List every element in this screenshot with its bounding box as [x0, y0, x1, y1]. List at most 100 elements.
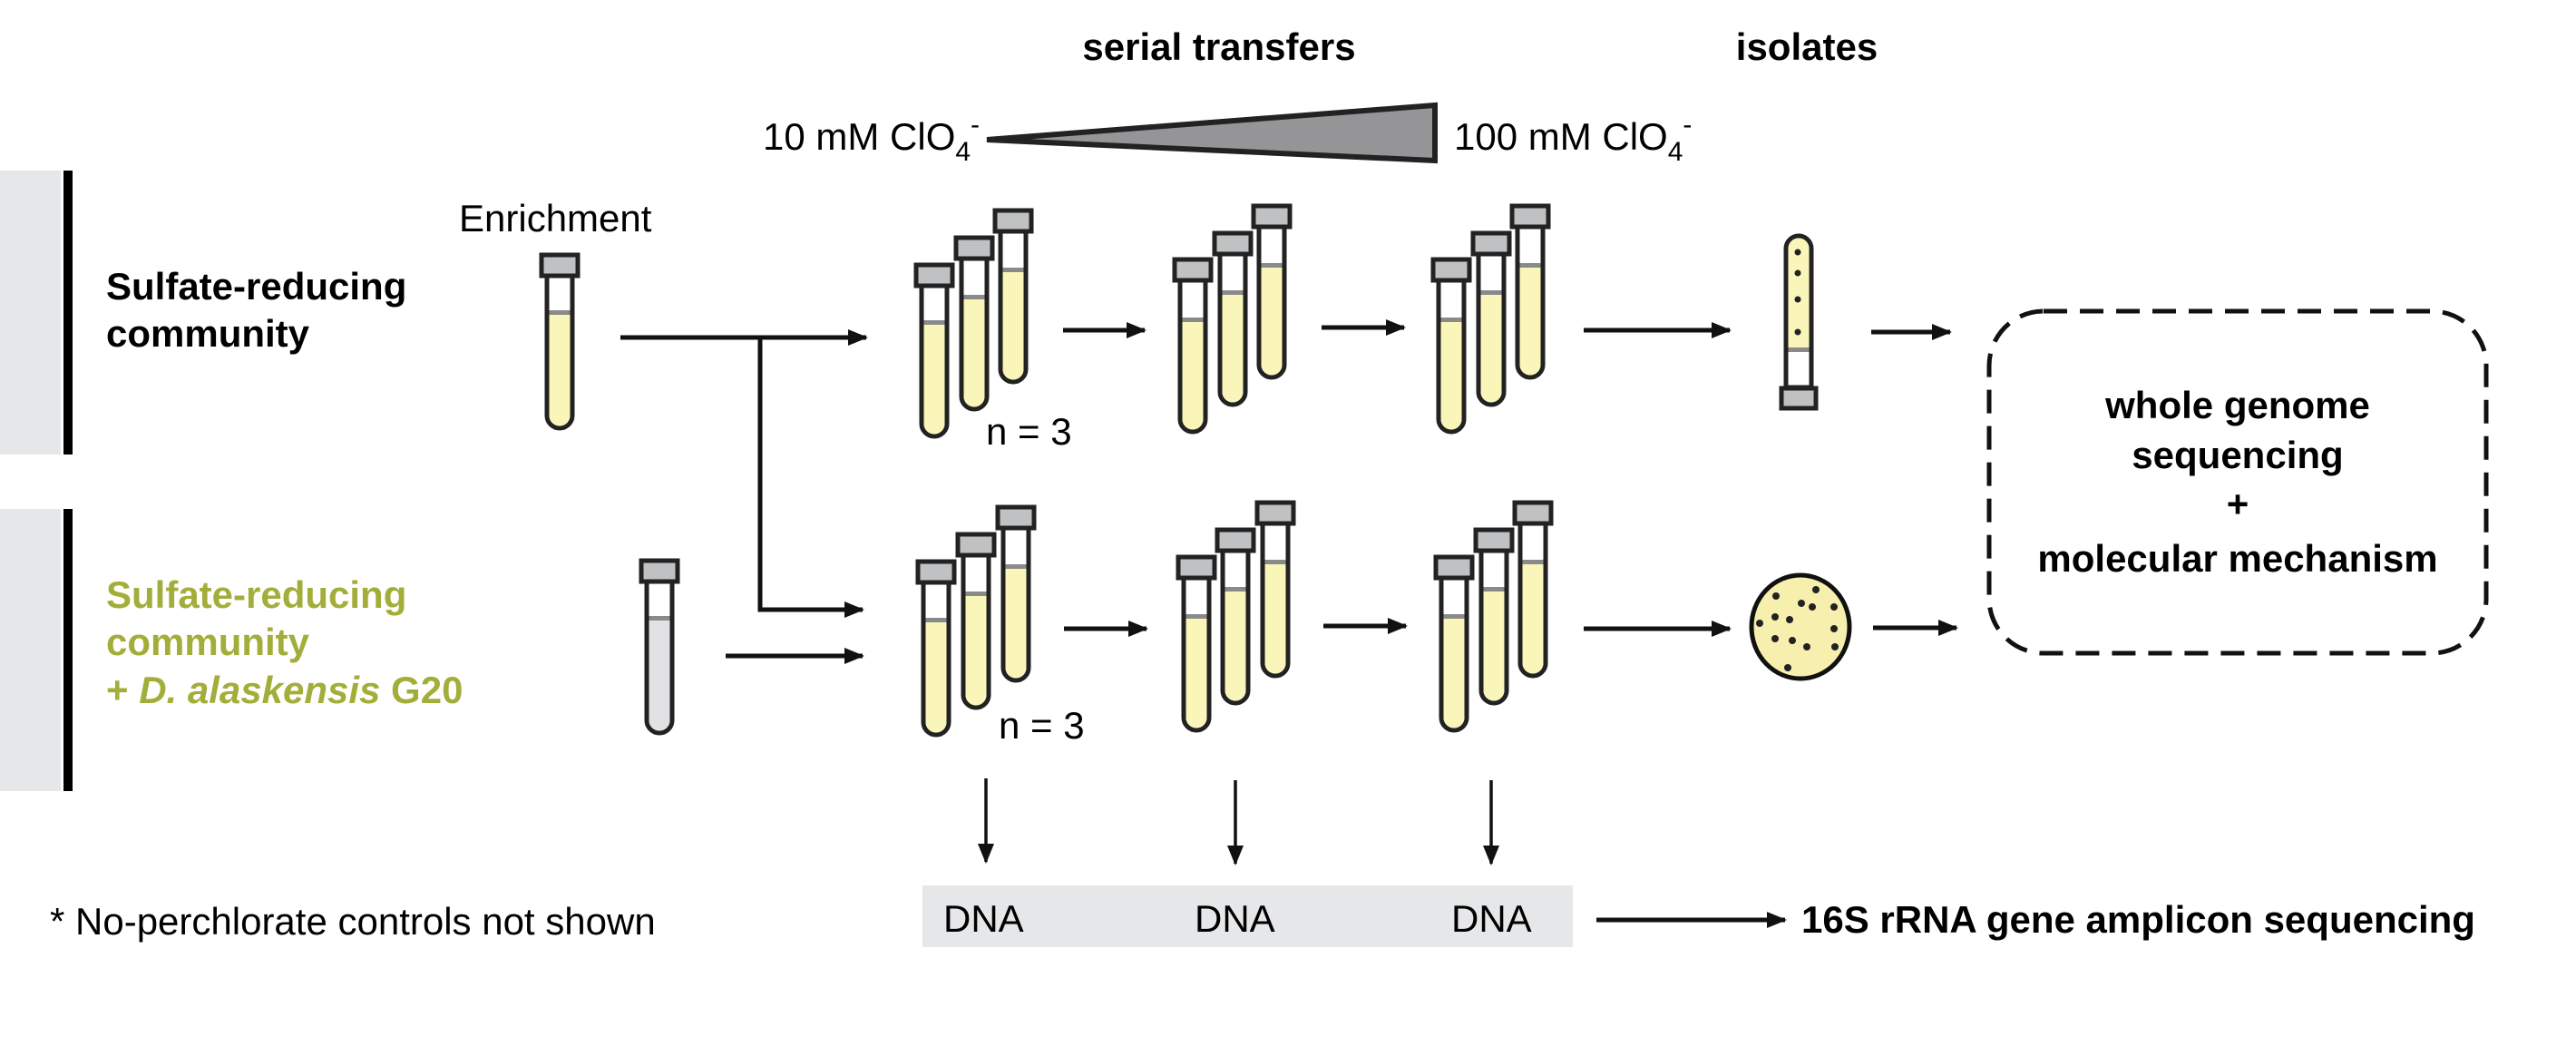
tube-medium [1443, 616, 1465, 728]
tube-cap [1473, 527, 1515, 553]
outcome-dashed-border [1986, 308, 2489, 656]
tube-cap [1509, 203, 1551, 230]
row2-transfer1-tube-b-icon [955, 532, 997, 710]
tube-meniscus [649, 616, 670, 621]
colony-dot [1809, 603, 1816, 611]
row1-transfer1-tube-b-icon [953, 235, 995, 412]
colony-dot [1784, 664, 1791, 671]
amplicon-sequencing-label: 16S rRNA gene amplicon sequencing [1801, 898, 2475, 941]
tube-cap [539, 252, 581, 279]
tube-medium [1225, 589, 1246, 701]
tube-meniscus [1264, 560, 1286, 564]
tube-medium [1261, 265, 1283, 376]
row1-transfer3-tube-a-icon [1430, 257, 1472, 435]
row2-label-line3: + D. alaskensis G20 [106, 669, 463, 711]
tube-meniscus [1480, 290, 1502, 295]
colony-dot [1830, 603, 1838, 611]
footnote: * No-perchlorate controls not shown [50, 900, 656, 943]
tube-meniscus [1225, 587, 1246, 592]
tube-cap [1172, 257, 1214, 283]
branch-arrow-to-row2 [757, 337, 864, 618]
row1-transfer2-tube-c-icon [1251, 203, 1293, 380]
tube-cap [955, 532, 997, 558]
g20-spike-tube-icon [639, 558, 680, 736]
tube-medium [549, 312, 571, 426]
serial-transfers-header: serial transfers [1082, 25, 1355, 68]
colony-dot [1756, 620, 1763, 627]
tube-meniscus [1440, 318, 1462, 322]
tube-meniscus [1261, 263, 1283, 268]
colony-dot [1803, 643, 1810, 650]
gradient-high-label: 100 mM ClO4- [1454, 110, 1692, 167]
tube-cap [1430, 257, 1472, 283]
tubes-layer [539, 203, 1554, 738]
colony-dot [1831, 643, 1839, 650]
tube-meniscus [1522, 560, 1544, 564]
tube-cap [639, 558, 680, 584]
tube-medium [1440, 319, 1462, 430]
colony-dot [1789, 637, 1796, 644]
row2-transfer3-tube-b-icon [1473, 527, 1515, 706]
row2-label-line2: community [106, 621, 310, 663]
tube-meniscus [1443, 614, 1465, 619]
band-gray-bar [0, 171, 61, 455]
tube-meniscus [925, 618, 947, 622]
enrichment-tube-icon [539, 252, 581, 431]
band-gray-bar [0, 509, 61, 791]
row2-replicates-label: n = 3 [999, 704, 1085, 747]
enrichment-label: Enrichment [459, 197, 652, 240]
row2-transfer1-tube-c-icon [995, 504, 1037, 683]
colony-dot [1812, 586, 1820, 593]
row1-transfer2-tube-a-icon [1172, 257, 1214, 435]
tube-meniscus [1182, 318, 1204, 322]
tube-meniscus [965, 592, 987, 596]
tube-medium [1480, 292, 1502, 403]
dna-label-3: DNA [1451, 897, 1532, 940]
tube-medium [1186, 616, 1207, 728]
tube-cap [1470, 230, 1512, 257]
tube-medium [1002, 269, 1024, 380]
row2-arrows [726, 618, 1958, 664]
tube-meniscus [963, 295, 985, 299]
tube-meniscus [1483, 587, 1505, 592]
gradient-low-label: 10 mM ClO4- [763, 110, 980, 167]
tube-medium [1182, 319, 1204, 430]
tube-medium [649, 618, 670, 731]
colony-dot [1771, 635, 1779, 642]
tube-meniscus [1186, 614, 1207, 619]
colony-dot [1772, 592, 1780, 600]
outcome-line-2: sequencing [2132, 434, 2343, 476]
row2-label-line1: Sulfate-reducing [106, 573, 406, 616]
tube-medium [923, 322, 945, 435]
outcome-line-4: molecular mechanism [2037, 537, 2437, 580]
tube-medium [1522, 562, 1544, 674]
tube-cap [915, 559, 957, 585]
gradient-triangle [986, 102, 1438, 164]
dna-down-arrows [978, 778, 1499, 865]
tube-medium [1222, 292, 1244, 403]
tube-meniscus [549, 310, 571, 315]
outcome-box: whole genome sequencing + molecular mech… [1986, 308, 2489, 656]
dna-box-background [922, 885, 1573, 947]
tube-cap [1251, 203, 1293, 230]
tube-meniscus [1519, 263, 1541, 268]
tube-medium [1519, 265, 1541, 376]
row2-transfer1-tube-a-icon [915, 559, 957, 738]
colony-dot [1786, 616, 1793, 623]
colony-dot [1798, 600, 1805, 607]
isolates-header: isolates [1736, 25, 1878, 68]
colony-dot [1771, 613, 1779, 621]
tube-meniscus [923, 320, 945, 325]
tube-medium [965, 593, 987, 706]
outcome-line-1: whole genome [2104, 384, 2370, 426]
row2-transfer2-tube-b-icon [1215, 527, 1256, 706]
row-band-2 [0, 509, 73, 791]
dna-label-2: DNA [1195, 897, 1275, 940]
row1-arrows [620, 319, 1952, 618]
tube-medium [963, 297, 985, 407]
row2-transfer2-tube-a-icon [1176, 554, 1217, 733]
tube-cap [1212, 230, 1254, 257]
row2-transfer3-tube-c-icon [1512, 500, 1554, 679]
row1-label-line1: Sulfate-reducing [106, 265, 406, 308]
